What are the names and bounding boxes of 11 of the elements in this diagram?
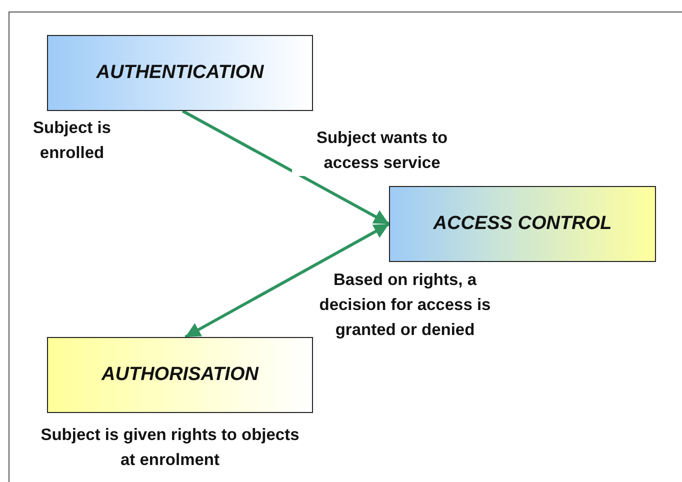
box-title: AUTHENTICATION (96, 62, 264, 84)
box-title: AUTHORISATION (102, 364, 258, 386)
process-box (389, 186, 656, 262)
process-box (47, 35, 313, 111)
arrow (182, 110, 390, 226)
process-box (47, 337, 313, 413)
annotation-text: Subject is enrolled (32, 118, 112, 164)
arrow (184, 222, 390, 338)
annotation-text: Subject is given rights to objects at enrolment (40, 425, 300, 471)
annotation-text: Based on rights, a decision for access is granted or denied (318, 270, 492, 340)
box-title: ACCESS CONTROL (433, 213, 612, 235)
